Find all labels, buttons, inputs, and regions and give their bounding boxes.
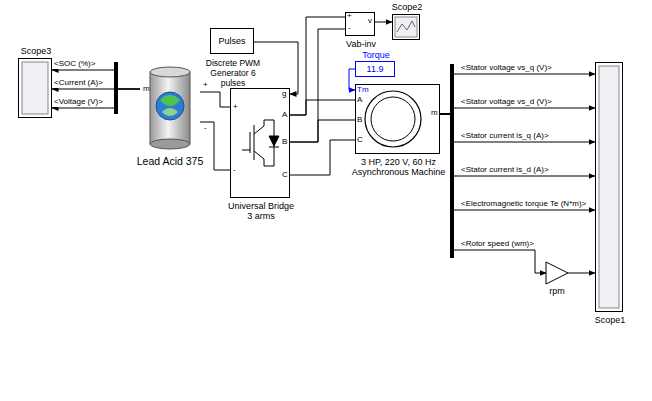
port-label: + bbox=[203, 80, 208, 90]
connection-wire bbox=[290, 100, 355, 115]
block-label: Scope1 bbox=[585, 315, 635, 325]
battery-cylinder bbox=[150, 72, 190, 144]
port-label: g bbox=[282, 89, 286, 99]
port-label: - bbox=[348, 23, 351, 33]
signal-name: <Stator voltage vs_q (V)> bbox=[460, 63, 553, 73]
battery-logo-leaf bbox=[160, 95, 180, 106]
block-label: Universal Bridge 3 arms bbox=[226, 201, 296, 221]
block-label: Torque bbox=[346, 50, 406, 60]
port-label: A bbox=[282, 110, 287, 120]
battery-logo bbox=[156, 92, 184, 120]
port-label: C bbox=[357, 135, 363, 145]
scope-screen bbox=[599, 66, 619, 308]
scope-trace bbox=[397, 21, 415, 32]
induction-machine-block: 3 HP, 220 V, 60 Hz Asynchronous Machine bbox=[355, 84, 440, 154]
signal-line bbox=[440, 114, 595, 210]
battery-logo-leaf bbox=[162, 108, 178, 116]
scope-block: Scope2 bbox=[392, 14, 420, 40]
signal-line bbox=[440, 114, 595, 142]
port-label: + bbox=[347, 11, 352, 21]
block-label: Scope3 bbox=[11, 46, 61, 56]
connection-wire bbox=[290, 29, 345, 142]
port-label: B bbox=[357, 115, 362, 125]
signal-name: <Stator current is_q (A)> bbox=[460, 131, 550, 141]
block-sublabel: 11.9 bbox=[356, 64, 394, 74]
port-label: + bbox=[233, 102, 238, 112]
block-label: Scope2 bbox=[383, 2, 431, 12]
connection-wire bbox=[568, 273, 595, 274]
constant-block: Torque11.9 bbox=[355, 61, 395, 77]
scope-screen bbox=[395, 17, 417, 37]
signal-name: <Current (A)> bbox=[53, 78, 104, 88]
port-label: v bbox=[368, 16, 372, 26]
machine-stator-circle bbox=[365, 91, 421, 147]
port-label: - bbox=[233, 165, 236, 175]
battery-bottom bbox=[150, 139, 190, 149]
block-label: Vab-inv bbox=[336, 39, 386, 49]
port-label: Tm bbox=[357, 85, 369, 95]
machine-rotor-circle bbox=[371, 97, 415, 141]
signal-name: <Rotor speed (wm)> bbox=[460, 239, 535, 249]
universal-bridge-block: Universal Bridge 3 arms bbox=[230, 88, 290, 198]
battery-block: Lead Acid 375 bbox=[140, 62, 200, 152]
port-label: A bbox=[357, 95, 362, 105]
signal-line bbox=[440, 108, 595, 114]
scope-block: Scope3 bbox=[18, 58, 52, 118]
connection-wire bbox=[200, 122, 230, 170]
port-label: m bbox=[143, 84, 150, 94]
signal-name: <Electromagnetic torque Te (N*m)> bbox=[460, 199, 587, 209]
scope-body bbox=[595, 62, 623, 312]
block-label: Pulses bbox=[211, 36, 253, 46]
connection-wire bbox=[200, 92, 230, 107]
signal-line bbox=[52, 89, 140, 108]
block-label: rpm bbox=[537, 286, 577, 296]
block-sublabel: Discrete PWM Generator 6 pulses bbox=[201, 58, 265, 88]
signal-name: <SOC (%)> bbox=[53, 59, 96, 69]
port-label: B bbox=[282, 137, 287, 147]
signal-name: <Voltage (V)> bbox=[53, 97, 104, 107]
gain-block: rpm bbox=[546, 262, 568, 284]
connection-wire bbox=[290, 140, 355, 175]
signal-line bbox=[440, 74, 595, 114]
scope-screen bbox=[22, 62, 48, 114]
igbt-diode-symbol bbox=[242, 120, 279, 166]
signal-line bbox=[52, 70, 140, 89]
block-label: 3 HP, 220 V, 60 Hz Asynchronous Machine bbox=[341, 157, 456, 177]
signal-name: <Stator voltage vs_d (V)> bbox=[460, 97, 553, 107]
connection-wire bbox=[375, 22, 392, 23]
port-label: - bbox=[204, 123, 207, 133]
block-label: Lead Acid 375 bbox=[125, 155, 215, 167]
connection-wire bbox=[290, 120, 355, 142]
scope-block: Scope1 bbox=[595, 62, 623, 312]
signal-name: <Stator current is_d (A)> bbox=[460, 165, 550, 175]
gain-triangle bbox=[546, 262, 568, 284]
connection-wire bbox=[254, 42, 298, 94]
port-label: m bbox=[431, 108, 438, 118]
scope-body bbox=[392, 14, 420, 40]
scope-body bbox=[18, 58, 52, 118]
signal-line bbox=[440, 114, 595, 176]
port-label: C bbox=[282, 170, 288, 180]
battery-top bbox=[150, 67, 190, 77]
pwm-generator-block: PulsesDiscrete PWM Generator 6 pulses bbox=[210, 28, 254, 54]
